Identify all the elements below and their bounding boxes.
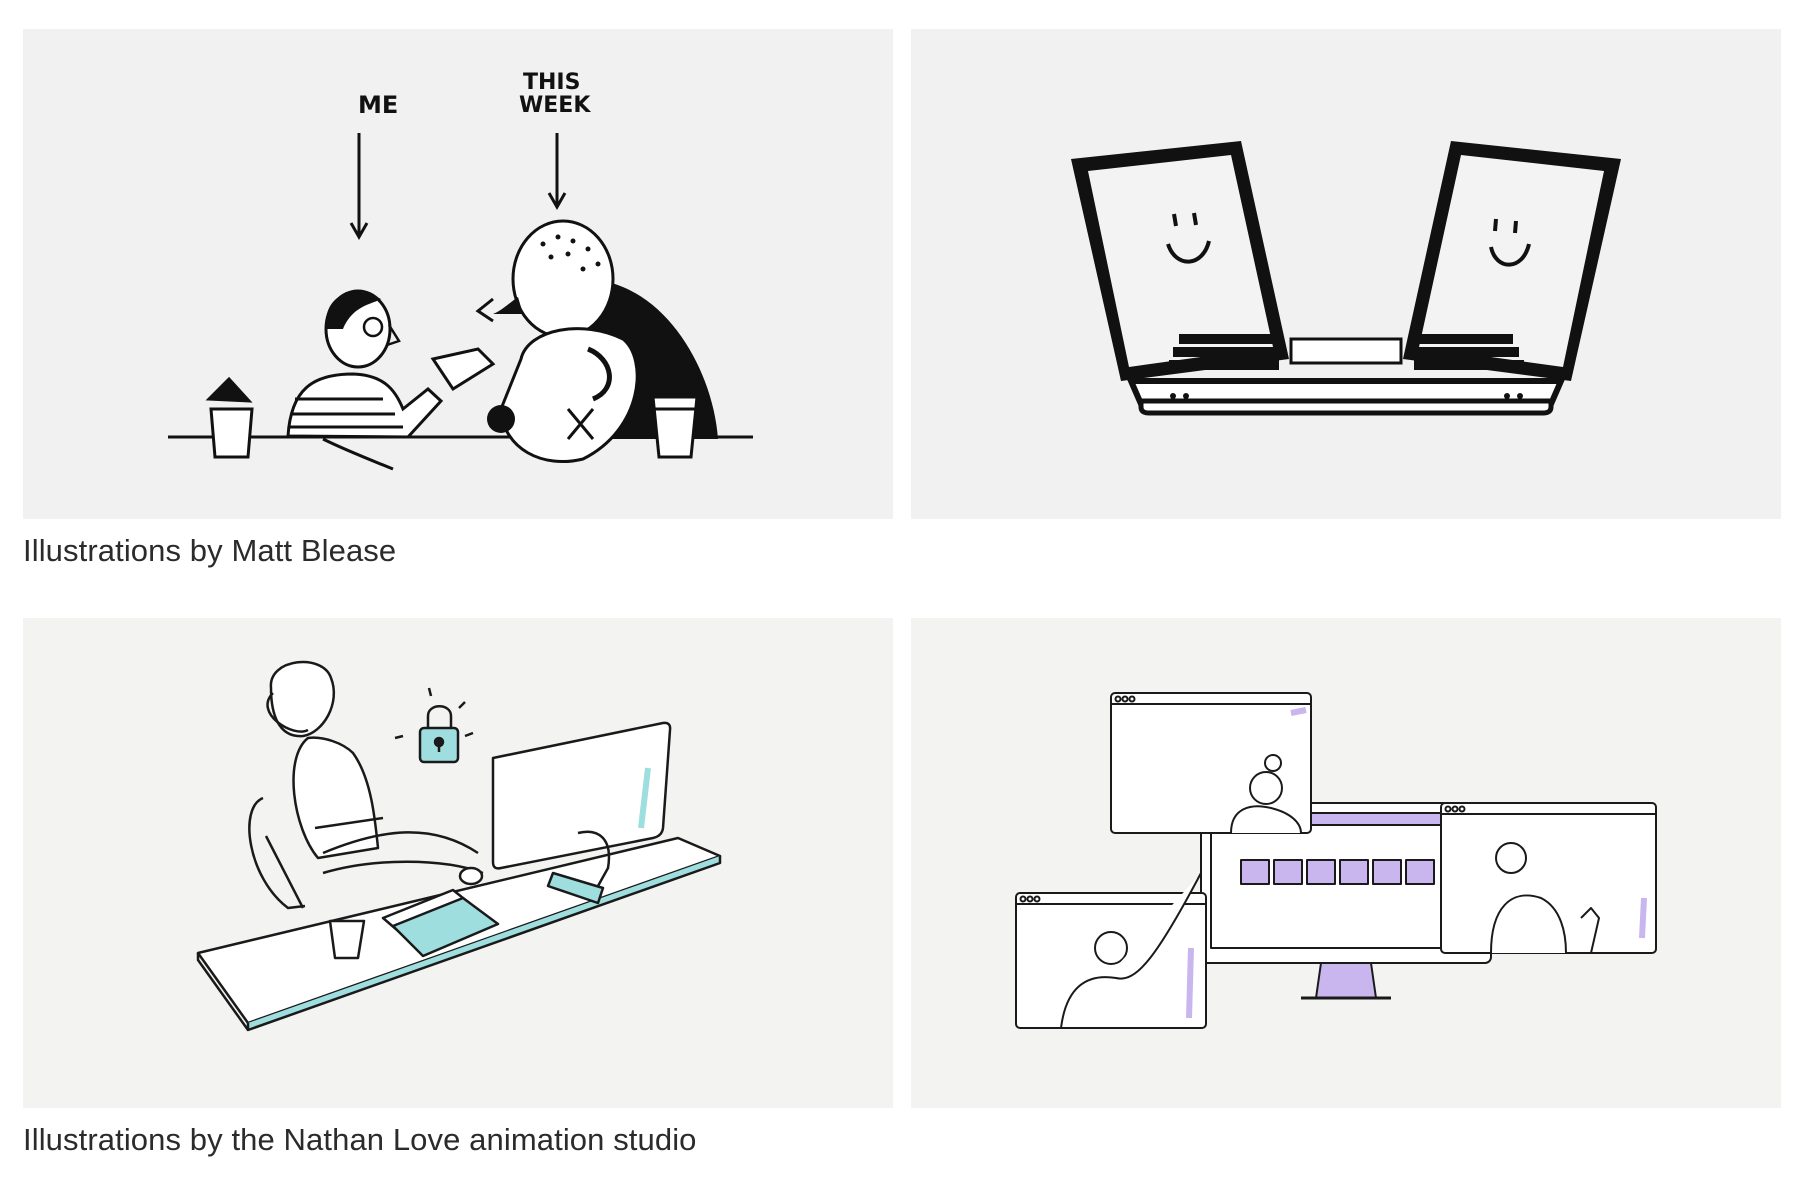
illustration-smiling-laptops [911,29,1781,519]
laptop-right [1403,141,1621,381]
video-window-top [1110,692,1312,834]
caption-nathan-love: Illustrations by the Nathan Love animati… [23,1122,697,1157]
small-man-figure [286,289,444,471]
label-week: WEEK [519,93,591,118]
video-window-right [1440,802,1657,954]
center-monitor [1200,802,1492,1000]
monitor [491,721,672,905]
arrow-icon [349,133,567,241]
cup [328,919,366,960]
video-window-bottom [1015,872,1207,1029]
caption-matt-blease: Illustrations by Matt Blease [23,533,397,568]
cocktail-glass [205,376,254,459]
label-this: THIS [523,70,580,95]
beer-glass [651,395,699,459]
laptop-base [1126,334,1566,416]
woman-figure [266,660,484,875]
laptop-left [1071,141,1289,381]
illustration-arm-wrestling: ME THIS WEEK [23,29,893,519]
illustration-video-call [911,618,1781,1108]
label-me: ME [358,91,398,119]
lock-icon [394,687,474,764]
illustration-woman-at-desk [23,618,893,1108]
mouse [458,866,484,886]
